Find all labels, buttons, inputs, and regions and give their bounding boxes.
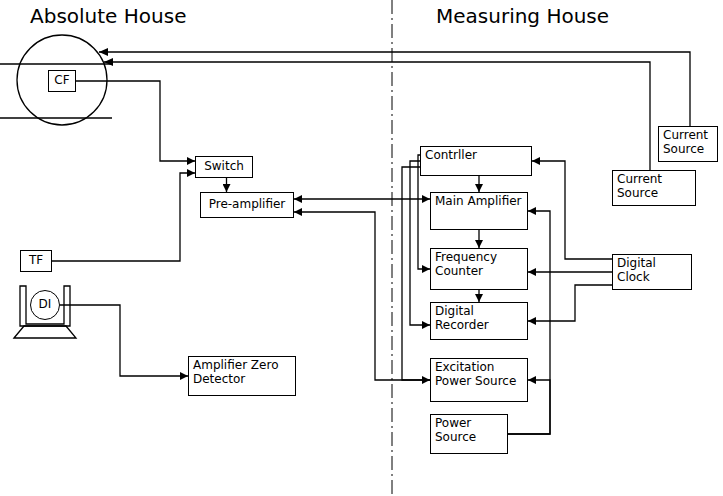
node-label: Frequency Counter	[435, 251, 523, 279]
current-wire	[104, 62, 650, 170]
node-label: Digital Clock	[617, 257, 687, 285]
node-label: Digital Recorder	[435, 305, 523, 333]
current-wire	[99, 52, 690, 126]
node-label: Power Source	[435, 417, 503, 445]
sensor-box: TF	[20, 250, 52, 272]
amplifier-box: Main Amplifier	[430, 192, 528, 230]
node-label: Amplifier Zero Detector	[193, 359, 291, 387]
signal-connector	[410, 161, 430, 325]
source-box: Current Source	[658, 126, 718, 162]
node-label: TF	[29, 254, 43, 268]
counter-box: Frequency Counter	[430, 248, 528, 290]
node-label: Current Source	[663, 129, 713, 157]
rail-line	[0, 117, 112, 118]
house-title: Measuring House	[436, 4, 609, 28]
signal-connector	[226, 178, 227, 192]
node-label: Current Source	[617, 173, 691, 201]
signal-connector	[532, 161, 612, 259]
node-label: Main Amplifier	[435, 195, 523, 209]
amplifier-box: Pre-amplifier	[200, 192, 294, 218]
instrument-base	[14, 326, 76, 338]
controller-box: Contrller	[420, 146, 532, 176]
node-label: Pre-amplifier	[209, 198, 286, 212]
source-box: Power Source	[430, 414, 508, 454]
node-label: Excitation Power Source	[435, 361, 523, 389]
signal-connector	[52, 173, 195, 261]
signal-connector	[478, 176, 479, 192]
signal-connector	[528, 285, 612, 321]
sensor-box: CF	[48, 70, 76, 92]
recorder-box: Digital Recorder	[430, 302, 528, 340]
coil-circle	[17, 35, 107, 125]
instrument-dial: DI	[30, 290, 60, 320]
source-box: Current Source	[612, 170, 696, 206]
node-label: CF	[54, 74, 69, 88]
switch-box: Switch	[195, 156, 253, 178]
source-box: Excitation Power Source	[430, 358, 528, 402]
node-label: Contrller	[425, 149, 527, 163]
detector-box: Amplifier Zero Detector	[188, 356, 296, 396]
signal-connector	[76, 81, 195, 161]
signal-connector	[478, 290, 479, 302]
clock-box: Digital Clock	[612, 254, 692, 290]
node-label: DI	[39, 298, 52, 312]
instrument-stand	[20, 286, 70, 326]
node-label: Switch	[204, 160, 244, 174]
arrow-head	[104, 58, 113, 66]
house-title: Absolute House	[30, 4, 186, 28]
house-divider	[392, 0, 393, 496]
signal-connector	[402, 167, 430, 380]
signal-connector	[60, 305, 188, 376]
rail-line	[0, 63, 112, 64]
signal-connector	[528, 271, 612, 272]
signal-connector	[478, 230, 479, 248]
arrow-head	[99, 48, 108, 56]
